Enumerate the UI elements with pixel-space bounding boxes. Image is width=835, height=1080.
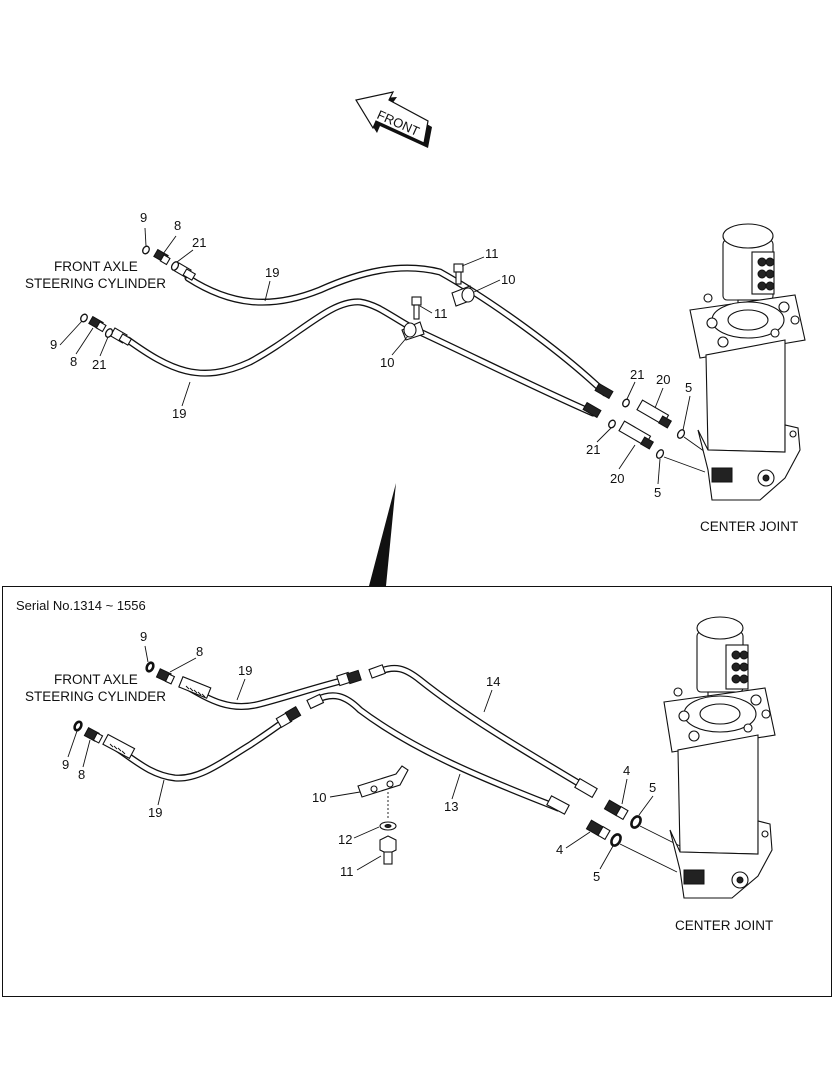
callout-8-upper-bottom: 8 [196,644,203,659]
adapter-20-upper [636,399,673,429]
callout-4-upper: 4 [623,763,630,778]
o-ring-21-right-upper [622,398,630,408]
o-ring-9-upper [142,245,150,255]
callout-19-lower: 19 [172,406,186,421]
bracket-10 [357,765,409,798]
front-arrow: FRONT [355,91,432,148]
sleeve-19-lower [102,733,136,760]
callout-19-upper-bottom: 19 [238,663,252,678]
fitting-lower-right [582,401,602,419]
adapter-8-upper-bottom [155,668,176,685]
callout-21-right-lower: 21 [586,442,600,457]
o-ring-9-lower [80,313,88,323]
callout-21-right-upper: 21 [630,367,644,382]
steering-cylinder-label-bottom: STEERING CYLINDER [25,689,166,704]
callout-4-lower: 4 [556,842,563,857]
serial-frame [2,586,832,997]
callout-20-lower: 20 [610,471,624,486]
callout-11-bottom: 11 [340,864,354,879]
callout-21-upper: 21 [192,235,206,250]
adapter-4-lower [585,819,611,841]
adapter-20-lower [618,420,655,450]
center-joint-top [689,223,806,501]
callout-11-lower: 11 [434,306,448,321]
callout-20-upper: 20 [656,372,670,387]
callout-5-upper-bottom: 5 [649,780,656,795]
callout-8-lower: 8 [70,354,77,369]
adapter-4-upper [603,799,629,821]
o-ring-5-lower-bottom [610,833,622,847]
fitting-19-upper-end [336,669,362,687]
callout-13: 13 [444,799,458,814]
hose-14 [374,664,594,794]
bottom-view: Serial No.1314 ~ 1556 FRONT AXLE STEERIN… [2,586,832,997]
hose-19-lower [124,298,597,417]
front-axle-label-bottom: FRONT AXLE [54,672,138,687]
callout-11-upper: 11 [485,246,499,261]
o-ring-21-lower [104,328,114,338]
callout-19-lower-bottom: 19 [148,805,162,820]
o-ring-9-lower-bottom [73,720,83,732]
fitting-13-end [546,795,570,815]
callout-5-lower: 5 [654,485,661,500]
o-ring-9-upper-bottom [145,661,155,673]
bolt-11-upper [453,263,464,285]
clamp-10-lower [401,321,425,341]
clamp-10-upper [451,285,475,307]
callout-5-lower-bottom: 5 [593,869,600,884]
callout-10-lower: 10 [380,355,394,370]
callout-14: 14 [486,674,500,689]
callout-9-upper-bottom: 9 [140,629,147,644]
fitting-19-lower-end [275,705,302,729]
fitting-lower-left [109,327,133,346]
o-ring-21-right-lower [608,419,616,429]
callout-12: 12 [338,832,352,847]
o-ring-5-upper-bottom [630,815,642,829]
fitting-14-end [574,777,598,799]
top-view: FRONT FRONT AXLE STEERING CYLINDER [25,91,806,534]
callout-9-upper: 9 [140,210,147,225]
hose-19-upper [184,264,609,397]
serial-range: Serial No.1314 ~ 1556 [16,598,146,613]
fitting-14-start [368,664,386,679]
o-ring-5-lower [655,449,665,459]
fitting-upper-right [594,382,614,400]
callout-5-upper: 5 [685,380,692,395]
sleeve-19-upper [178,676,212,699]
hose-13 [312,692,562,812]
front-axle-label: FRONT AXLE [54,259,138,274]
bolt-11-bottom [379,835,397,865]
adapter-8-lower [88,315,107,333]
fitting-13-start [306,693,325,710]
center-joint-label-bottom: CENTER JOINT [675,918,773,933]
adapter-8-upper [153,248,171,266]
bolt-11-lower [411,296,422,320]
hose-19-lower-bottom [108,716,290,782]
callout-9-lower: 9 [50,337,57,352]
o-ring-5-upper [676,429,686,439]
callout-10-bottom: 10 [312,790,326,805]
center-joint-bottom [663,616,776,899]
callout-19-upper: 19 [265,265,279,280]
adapter-8-lower-bottom [83,726,104,744]
callout-21-lower: 21 [92,357,106,372]
callout-9-lower-bottom: 9 [62,757,69,772]
callout-8-lower-bottom: 8 [78,767,85,782]
center-joint-label-top: CENTER JOINT [700,519,798,534]
callout-10-upper: 10 [501,272,515,287]
view-pointer [369,483,396,586]
steering-cylinder-label: STEERING CYLINDER [25,276,166,291]
callout-8-upper: 8 [174,218,181,233]
